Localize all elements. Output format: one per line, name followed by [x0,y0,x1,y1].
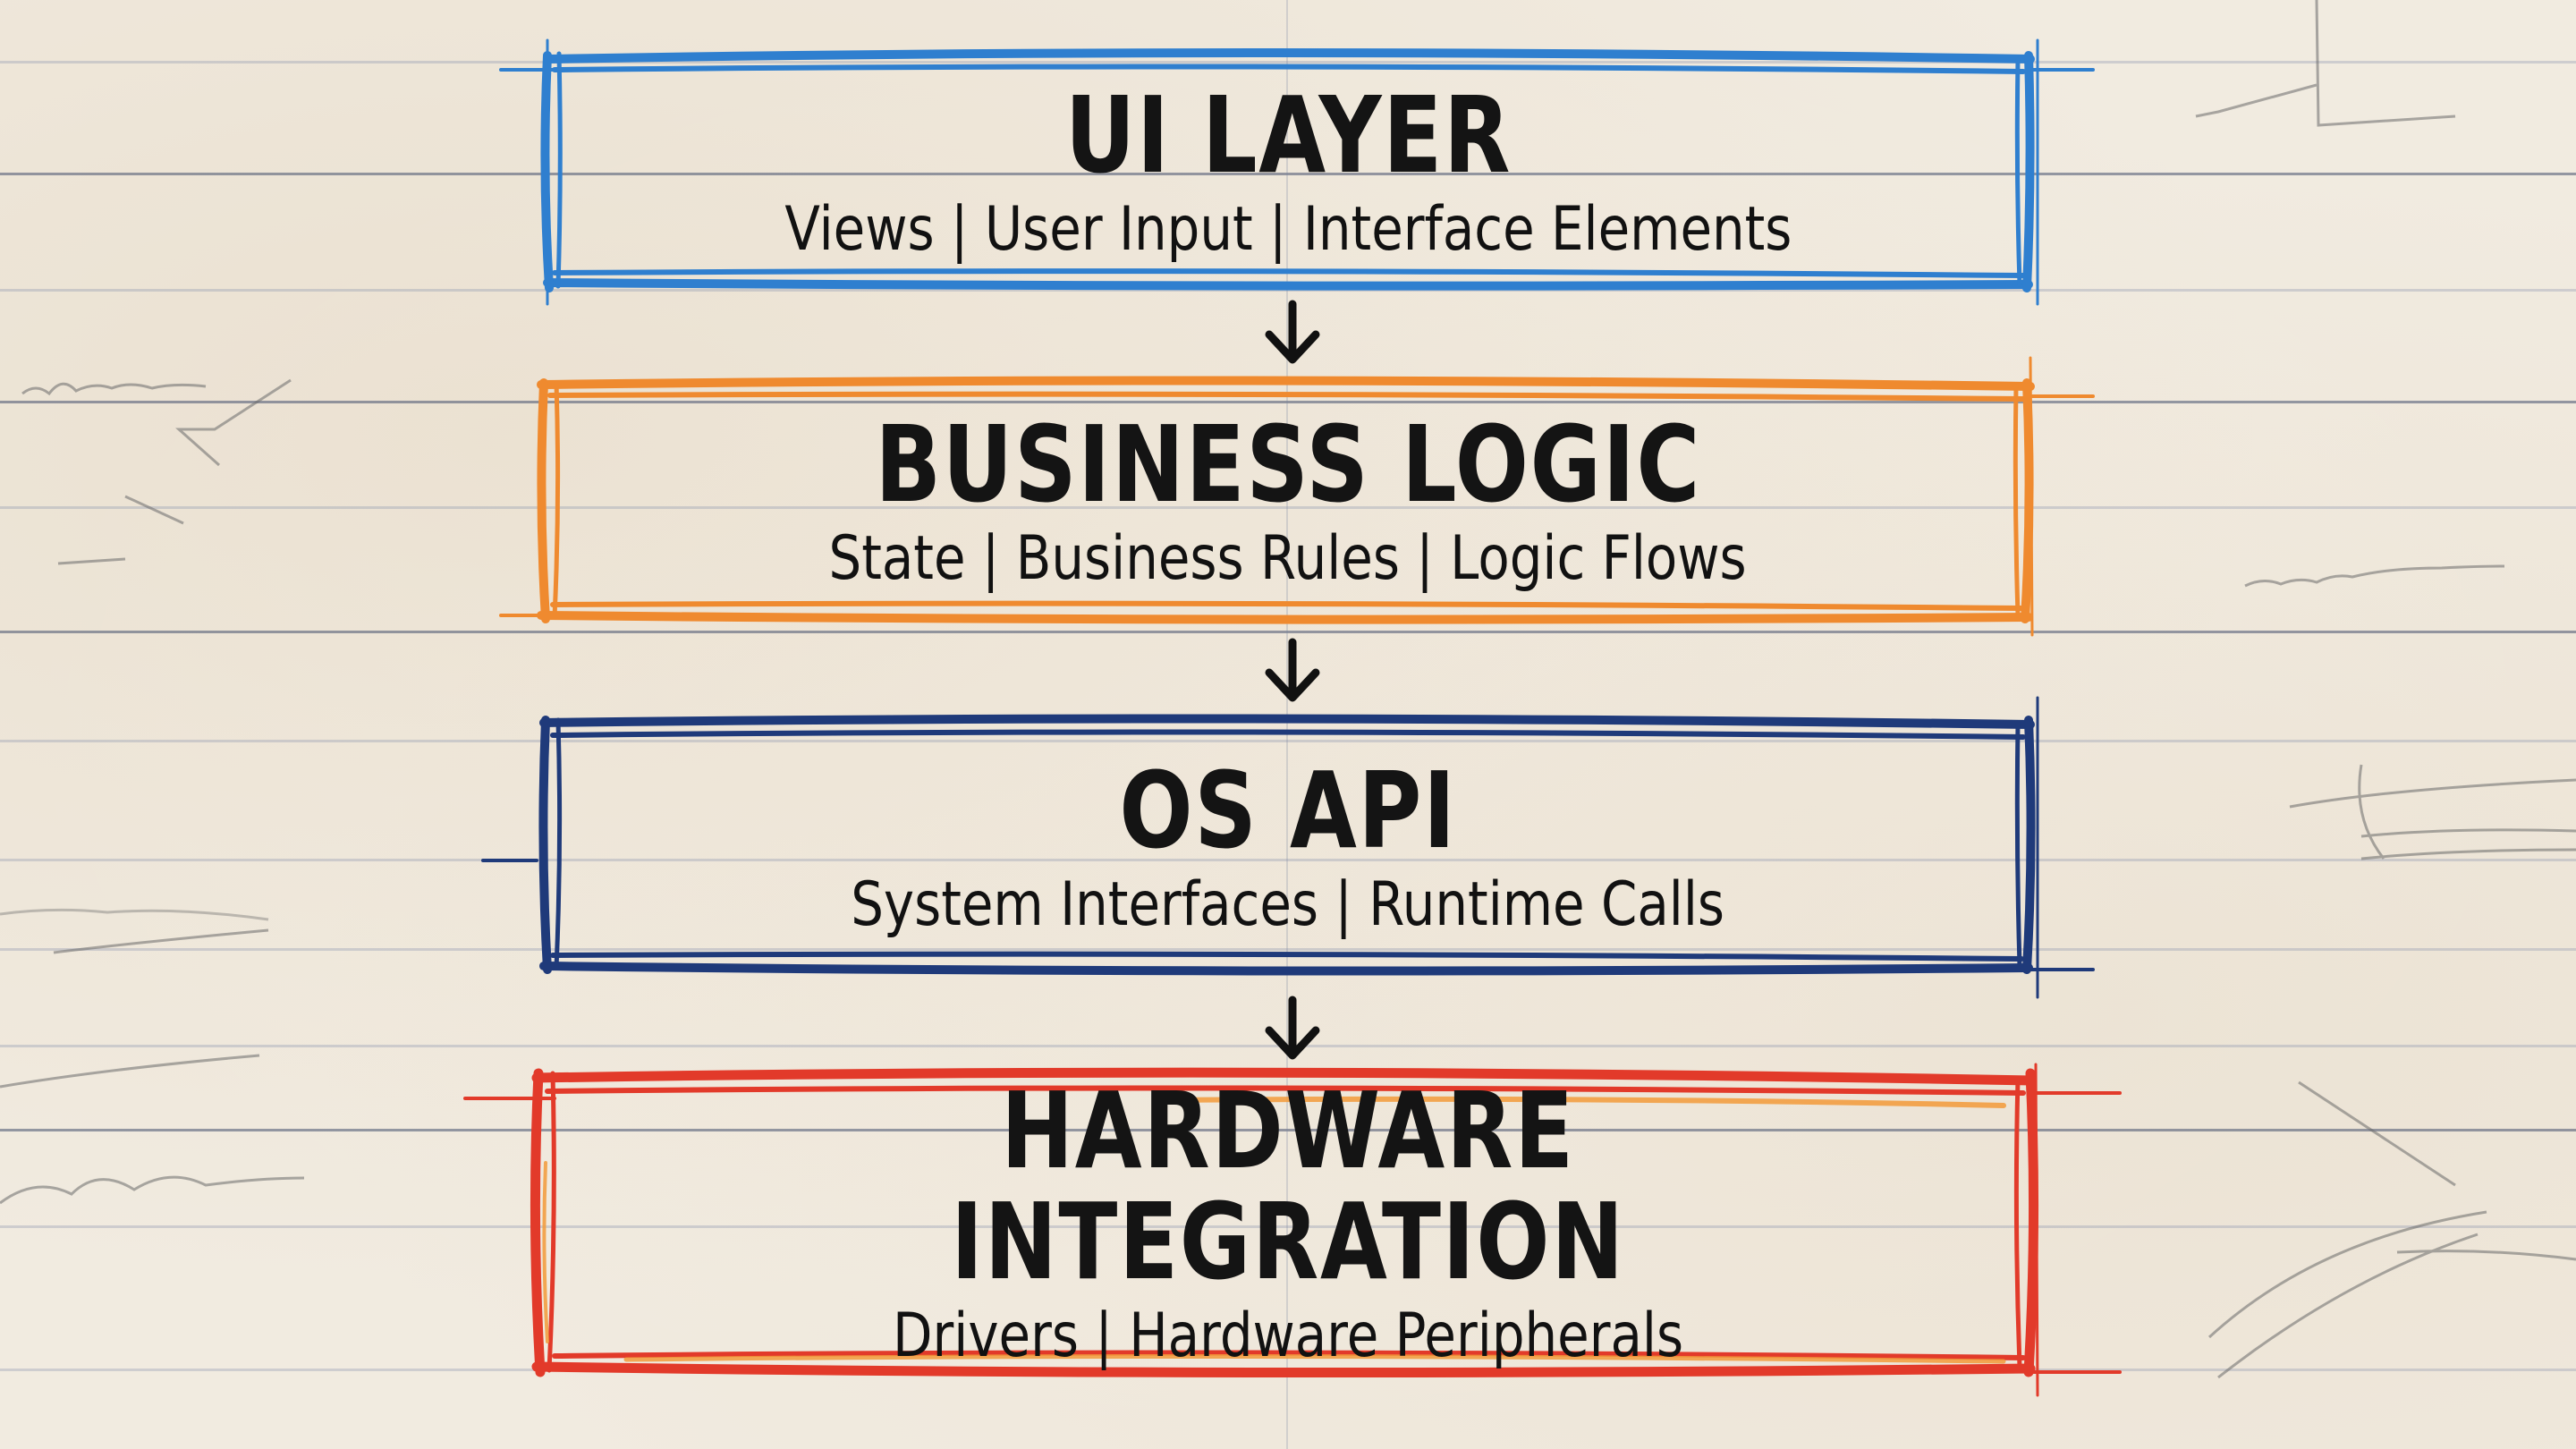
ui-layer-border [499,38,2095,306]
hardware-integration-box: HARDWARE INTEGRATION Drivers | Hardware … [546,1075,2030,1368]
ruled-line [0,859,2576,861]
hardware-integration-border-highlight [542,1096,2006,1364]
os-api-box: OS API System Interfaces | Runtime Calls [546,732,2030,962]
layer-title: BUSINESS LOGIC [875,402,1701,527]
hardware-integration-border [463,1063,2122,1397]
os-api-border [481,696,2095,999]
arrow-down-icon [1265,996,1320,1060]
ui-layer-box: UI LAYER Views | User Input | Interface … [546,63,2030,282]
ruled-line [0,631,2576,633]
ruled-line [0,1129,2576,1131]
layer-subtitle: Views | User Input | Interface Elements [784,194,1792,266]
layer-title: OS API [1119,748,1457,872]
layer-title: UI LAYER [1064,73,1512,198]
center-guide-line [1286,0,1288,1449]
arrow-down-icon [1265,638,1320,702]
layer-subtitle: System Interfaces | Runtime Calls [851,869,1725,940]
arrow-down-icon [1265,300,1320,364]
pencil-scribble [0,378,305,1205]
ruled-line [0,61,2576,64]
ruled-line [0,173,2576,175]
ruled-line [0,506,2576,509]
pencil-scribble [2195,0,2576,1379]
ruled-line [0,1225,2576,1228]
ruled-line [0,740,2576,742]
layer-title: HARDWARE INTEGRATION [951,1069,1625,1304]
layer-subtitle: State | Business Rules | Logic Flows [828,523,1748,595]
business-logic-border [499,356,2095,637]
business-logic-box: BUSINESS LOGIC State | Business Rules | … [546,392,2030,611]
ruled-line [0,948,2576,951]
ruled-line [0,401,2576,403]
layer-subtitle: Drivers | Hardware Peripherals [892,1301,1684,1371]
